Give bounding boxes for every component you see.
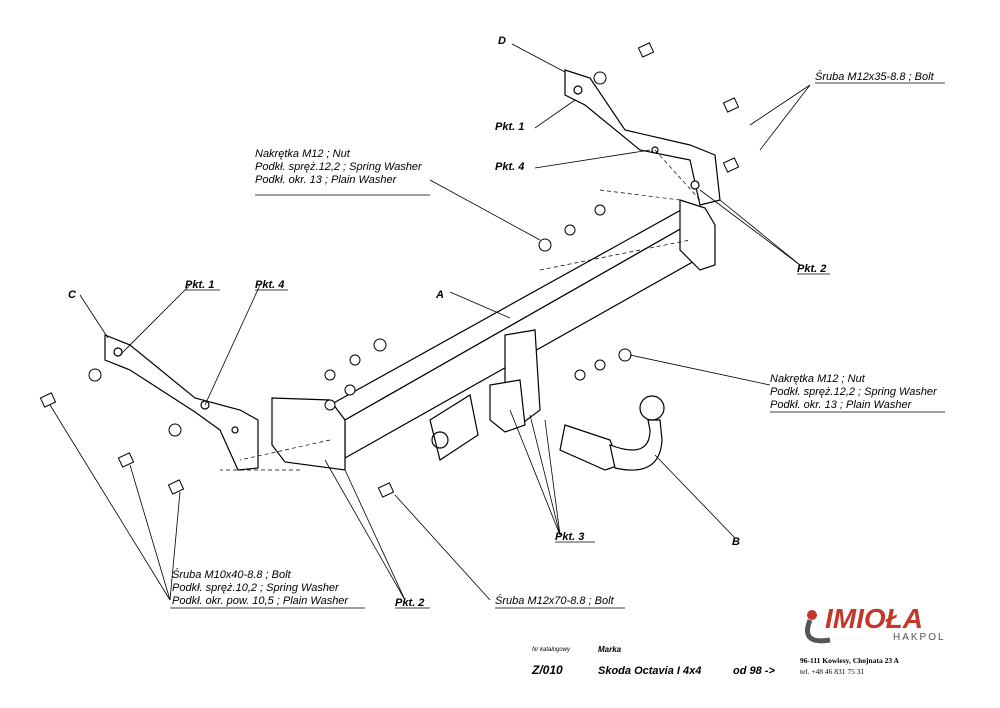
assembly-lines (220, 149, 701, 471)
right-bracket-D (564, 69, 721, 206)
plain-washer-10-label: Podkł. okr. pow. 10,5 ; Plain Washer (172, 595, 349, 607)
bolt-m12x35-label: Śruba M12x35-8.8 ; Bolt (815, 70, 935, 83)
bolt-m12x70-label: Śruba M12x70-8.8 ; Bolt (495, 594, 615, 607)
nut-label-right: Nakrętka M12 ; Nut (770, 373, 866, 385)
brand-phone: tel. +48 46 831 75 31 (800, 667, 864, 676)
catalog-number-caption: Nr katalogowy (532, 647, 571, 653)
pkt2-label-right: Pkt. 2 (797, 263, 826, 275)
pkt1-label-left: Pkt. 1 (185, 279, 214, 291)
pkt4-label-right: Pkt. 4 (495, 161, 524, 173)
pkt1-label-right: Pkt. 1 (495, 121, 524, 133)
imiola-logo: IMIOŁA HAKPOL (805, 603, 946, 644)
ball-hook-B (559, 395, 665, 471)
main-crossbar-A (271, 199, 716, 471)
brand-name: IMIOŁA (825, 603, 923, 634)
part-D-label: D (498, 35, 506, 47)
catalog-number: Z/010 (531, 663, 563, 677)
model-years: od 98 -> (733, 665, 775, 677)
brand-caption: Marka (598, 645, 622, 654)
pkt4-label-left: Pkt. 4 (255, 279, 284, 291)
pkt3-label: Pkt. 3 (555, 531, 584, 543)
nut-label-top: Nakrętka M12 ; Nut (255, 148, 351, 160)
plain-washer-label-top: Podkł. okr. 13 ; Plain Washer (255, 174, 398, 186)
bolt-m10-label: Śruba M10x40-8.8 ; Bolt (172, 568, 292, 581)
brand-address: 96-111 Kowiesy, Chojnata 23 A (800, 656, 900, 665)
vehicle-model: Skoda Octavia I 4x4 (598, 665, 701, 677)
spring-washer-10-label: Podkł. spręż.10,2 ; Spring Washer (172, 582, 340, 594)
pkt2-label-bottom: Pkt. 2 (395, 597, 424, 609)
spring-washer-label-top: Podkł. spręż.12,2 ; Spring Washer (255, 161, 423, 173)
left-bracket-C (104, 334, 259, 471)
part-B-label: B (732, 536, 740, 548)
spring-washer-label-right: Podkł. spręż.12,2 ; Spring Washer (770, 386, 938, 398)
hook-logo-icon (805, 619, 831, 644)
ball-logo-icon (807, 610, 817, 620)
brand-sub: HAKPOL (893, 632, 946, 643)
part-A-label: A (435, 289, 444, 301)
part-C-label: C (68, 289, 77, 301)
plain-washer-label-right: Podkł. okr. 13 ; Plain Washer (770, 399, 913, 411)
leader-lines (49, 43, 945, 609)
fasteners (39, 42, 740, 498)
